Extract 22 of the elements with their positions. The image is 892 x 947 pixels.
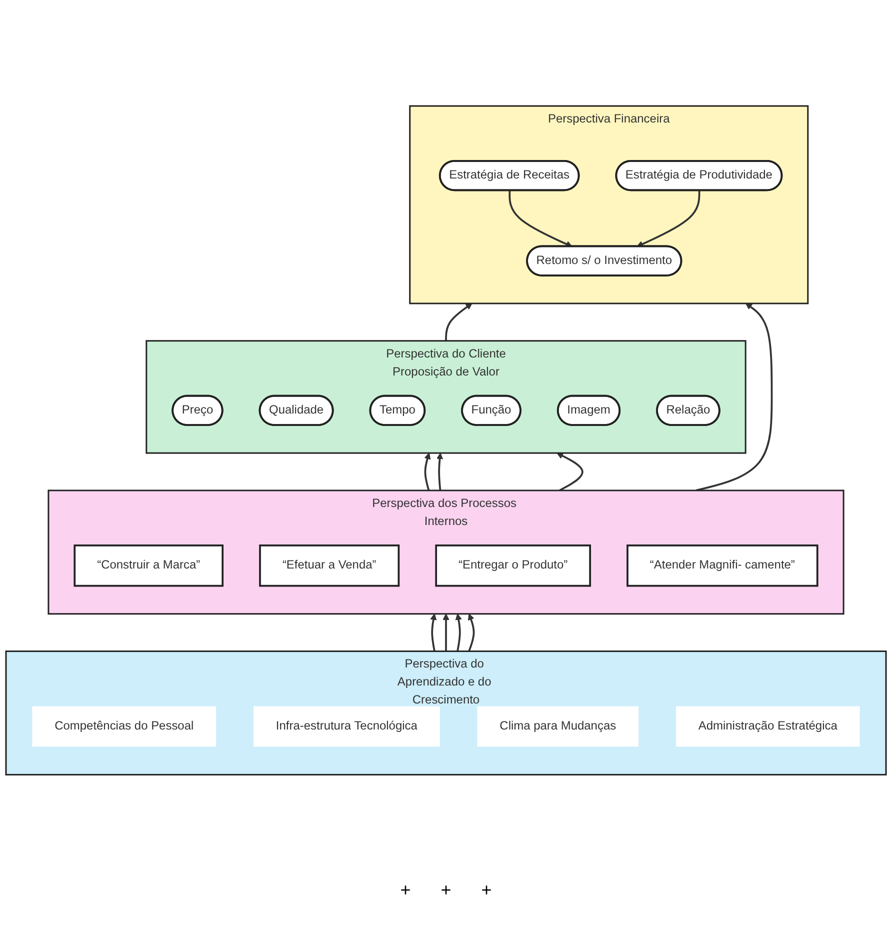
arrow	[556, 452, 584, 491]
plus-sign: +	[440, 880, 452, 901]
arrow	[430, 613, 437, 652]
plus-sign: +	[481, 880, 492, 901]
node-box: Competências do Pessoal	[32, 706, 216, 746]
arrow	[636, 190, 700, 247]
arrow	[436, 452, 444, 490]
node-box: “Atender Magnifi- camente”	[626, 544, 818, 586]
node-box: Administração Estratégica	[676, 706, 860, 746]
arrow	[696, 302, 773, 492]
arrow	[445, 302, 472, 340]
arrow	[442, 613, 450, 651]
node-box: “Entregar o Produto”	[435, 544, 591, 586]
node-box: “Construir a Marca”	[74, 544, 224, 586]
node-box: Infra-estrutura Tecnológica	[254, 706, 440, 746]
arrow	[424, 452, 431, 490]
plus-sign: +	[400, 880, 411, 901]
node-box: Clima para Mudanças	[477, 706, 639, 746]
arrow	[455, 613, 462, 652]
node-box: “Efetuar a Venda”	[259, 544, 400, 586]
arrow	[468, 613, 475, 652]
arrow	[508, 190, 572, 247]
